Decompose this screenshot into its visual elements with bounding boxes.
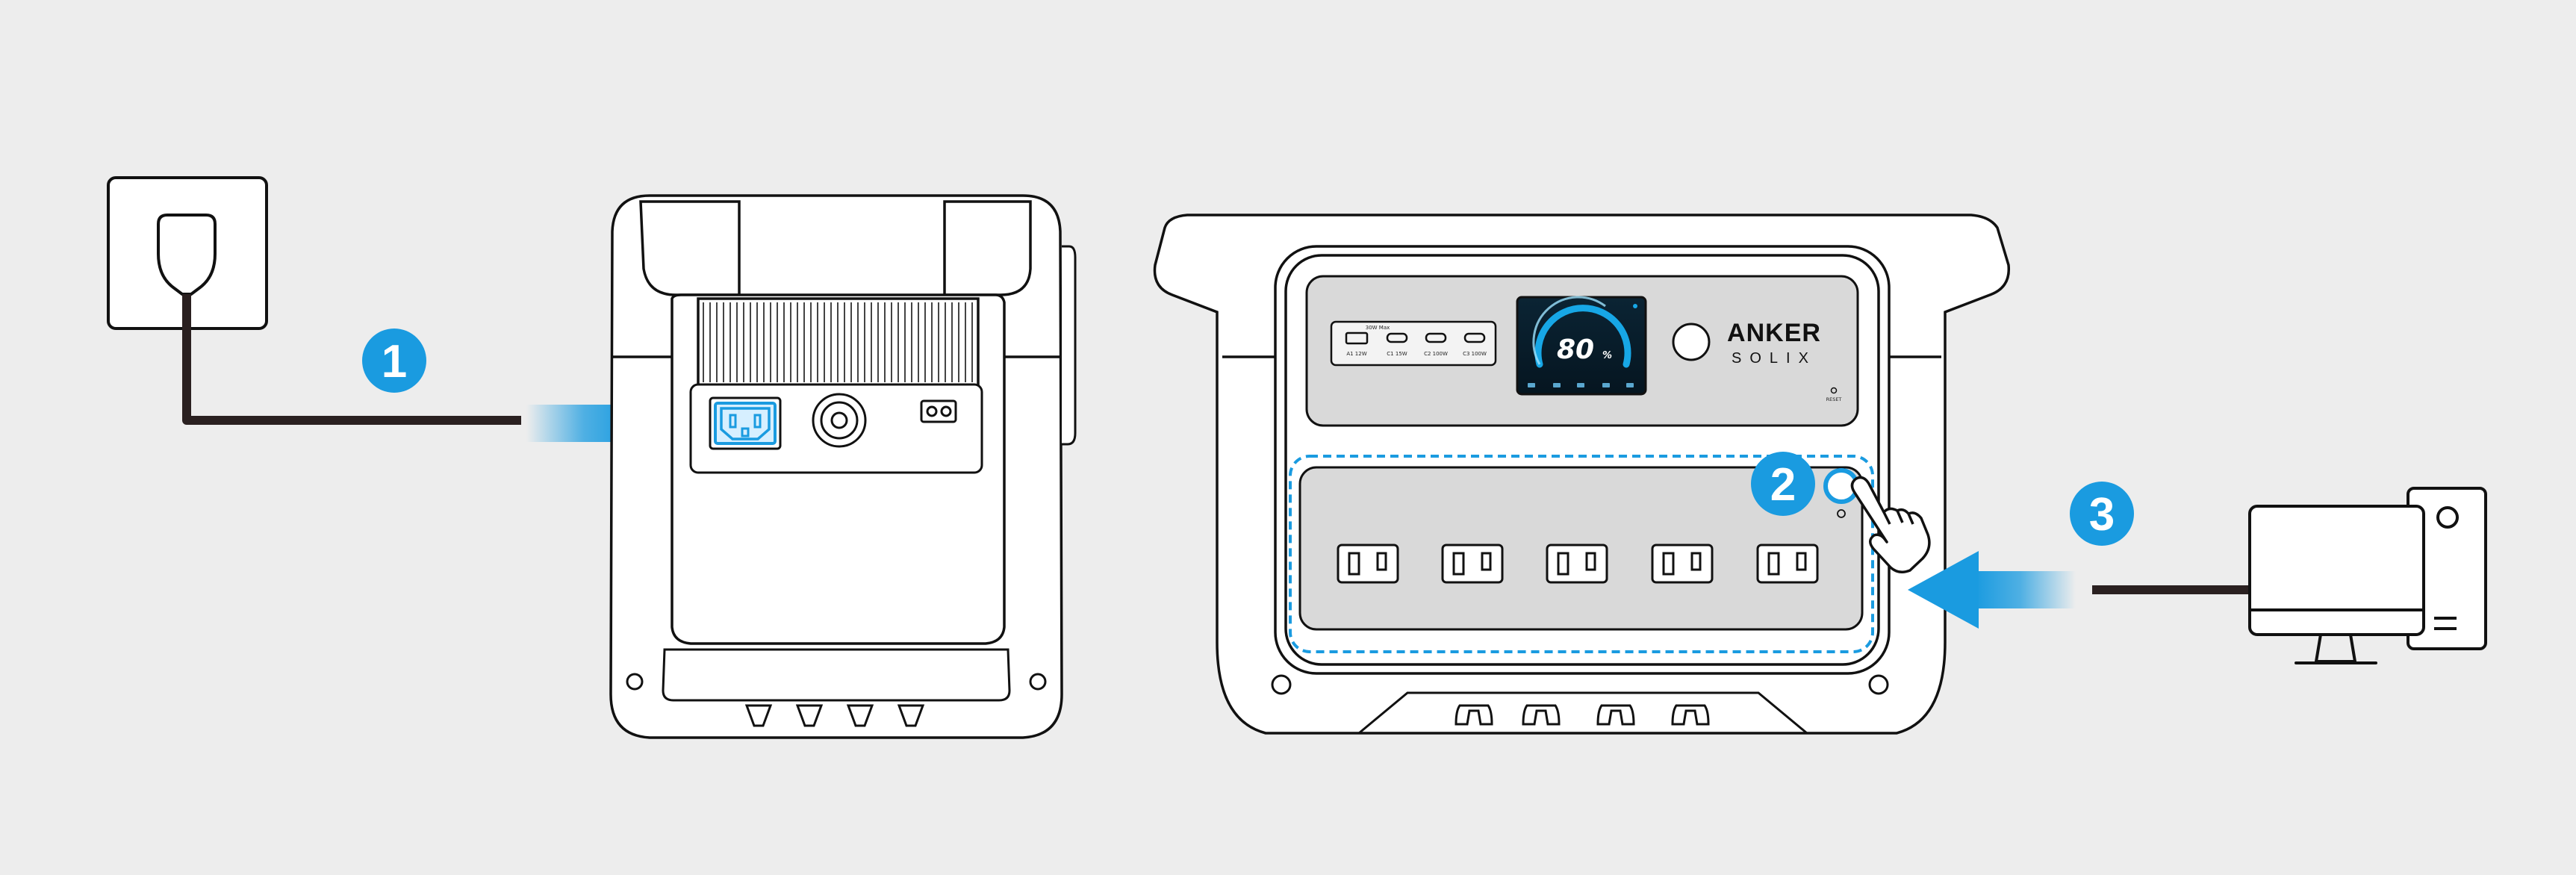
ac-outlet-2 bbox=[1441, 544, 1504, 584]
ac-outlet-3 bbox=[1546, 544, 1608, 584]
power-button[interactable] bbox=[1672, 323, 1711, 361]
battery-unit: % bbox=[1602, 350, 1612, 361]
wall-outlet bbox=[107, 176, 268, 330]
ac-outlets bbox=[1337, 544, 1819, 584]
small-dc-port bbox=[920, 399, 957, 423]
usb-c1-label: C1 15W bbox=[1387, 351, 1407, 357]
round-connector bbox=[812, 393, 867, 448]
ac-indicator-icon bbox=[1837, 509, 1846, 518]
reset-label: RESET bbox=[1826, 396, 1842, 402]
power-cable bbox=[182, 294, 521, 425]
brand-name: ANKER bbox=[1727, 319, 1821, 347]
usb-c-port-2 bbox=[1425, 332, 1447, 343]
usb-c2-label: C2 100W bbox=[1424, 351, 1448, 357]
usb-c-port-3 bbox=[1463, 332, 1486, 343]
step-number-2: 2 bbox=[1770, 459, 1796, 511]
vent-grille: /* placeholder to keep structure */ bbox=[703, 302, 973, 382]
ac-input-socket bbox=[709, 396, 782, 450]
step-badge-3: 3 bbox=[2070, 482, 2134, 546]
front-feet bbox=[1271, 674, 1889, 735]
step-badge-2: 2 bbox=[1751, 452, 1815, 516]
reset-pinhole[interactable] bbox=[1830, 387, 1838, 394]
usb-c3-label: C3 100W bbox=[1463, 351, 1487, 357]
plug-icon bbox=[157, 214, 217, 296]
usb-a-port bbox=[1345, 331, 1369, 345]
usb-a1-label: A1 12W bbox=[1346, 351, 1366, 357]
brand-sub: SOLIX bbox=[1732, 350, 1817, 367]
pointing-hand-icon bbox=[1850, 476, 1931, 573]
wifi-icon bbox=[1633, 304, 1637, 308]
ac-outlet-5 bbox=[1756, 544, 1819, 584]
side-latch bbox=[1062, 245, 1077, 446]
battery-value: 80 bbox=[1557, 334, 1594, 365]
usb-port-group bbox=[1330, 320, 1497, 367]
step-badge-1: 1 bbox=[362, 328, 426, 393]
usb-header-label: 30W Max bbox=[1366, 325, 1390, 331]
usb-c-port-1 bbox=[1386, 332, 1408, 343]
back-feet bbox=[626, 673, 1047, 727]
step-number-1: 1 bbox=[382, 336, 407, 387]
battery-gauge-arc bbox=[1534, 305, 1631, 368]
ac-outlet-1 bbox=[1337, 544, 1399, 584]
ac-outlet-4 bbox=[1651, 544, 1714, 584]
computer-monitor bbox=[2248, 505, 2425, 636]
output-arrow bbox=[1908, 551, 2076, 629]
front-control-panel: 30W Max A1 12W C1 15W C2 100W C3 100W 80… bbox=[1305, 275, 1859, 427]
step-number-3: 3 bbox=[2089, 489, 2115, 541]
desktop-computer-icon bbox=[2248, 487, 2487, 664]
lcd-display: 80 % bbox=[1516, 296, 1647, 396]
status-icons bbox=[1528, 383, 1634, 387]
ac-output-highlight bbox=[1289, 455, 1874, 653]
